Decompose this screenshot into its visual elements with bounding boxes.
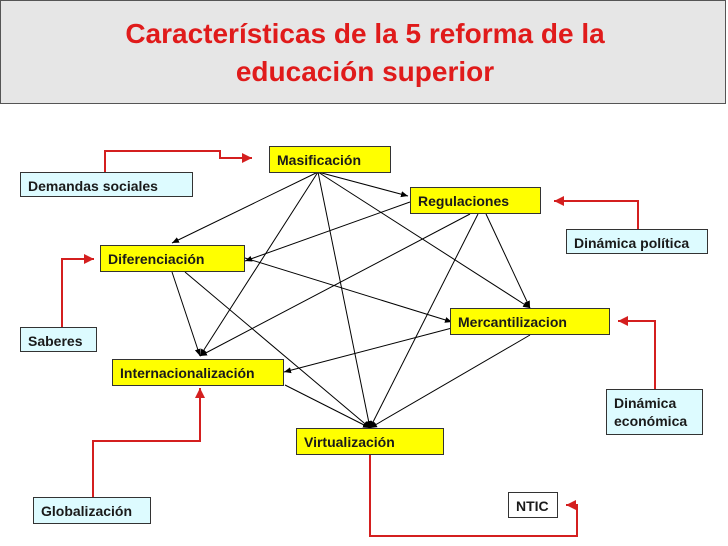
node-dinamica-economica-line-1: Dinámica <box>614 395 677 411</box>
title-line-2: educación superior <box>235 56 495 87</box>
link-regulaciones-diferenciacion <box>244 196 418 262</box>
link-masificacion-mercantilizacion <box>317 171 531 309</box>
connector-virtualizacion-ntic <box>369 454 578 537</box>
connector-demandas-masificacion <box>104 150 252 172</box>
node-masificacion[interactable]: Masificación <box>269 146 391 173</box>
node-globalizacion[interactable]: Globalización <box>33 497 151 524</box>
link-regulaciones-mercantilizacion <box>485 213 531 309</box>
link-diferenciacion-internacionalizacion <box>171 271 201 357</box>
link-diferenciacion-mercantilizacion <box>244 257 453 323</box>
link-masificacion-virtualizacion <box>317 171 372 429</box>
diagram-title: Características de la 5 reforma de la ed… <box>41 15 689 91</box>
link-masificacion-diferenciacion <box>171 171 319 244</box>
connector-saberes-diferenciacion <box>61 254 94 327</box>
node-dinamica-economica-line-2: económica <box>614 413 688 429</box>
link-internacionalizacion-virtualizacion <box>284 384 371 429</box>
title-band: Características de la 5 reforma de la ed… <box>0 0 726 104</box>
node-saberes[interactable]: Saberes <box>20 327 97 352</box>
node-virtualizacion[interactable]: Virtualización <box>296 428 444 455</box>
title-line-1: Características de la 5 reforma de la <box>125 18 605 49</box>
node-demandas-sociales[interactable]: Demandas sociales <box>20 172 193 197</box>
link-regulaciones-internacionalizacion <box>199 213 471 357</box>
node-ntic[interactable]: NTIC <box>508 492 558 518</box>
link-mercantilizacion-internacionalizacion <box>283 327 453 374</box>
node-diferenciacion[interactable]: Diferenciación <box>100 245 245 272</box>
link-mercantilizacion-virtualizacion <box>369 334 531 429</box>
link-masificacion-regulaciones <box>317 171 409 198</box>
node-regulaciones[interactable]: Regulaciones <box>410 187 541 214</box>
node-dinamica-politica[interactable]: Dinámica política <box>566 229 708 254</box>
node-internacionalizacion[interactable]: Internacionalización <box>112 359 284 386</box>
link-regulaciones-virtualizacion <box>369 213 479 429</box>
node-dinamica-economica[interactable]: Dinámica económica <box>606 389 703 435</box>
connector-economica-mercantilizacion <box>618 316 656 389</box>
link-diferenciacion-virtualizacion <box>184 271 371 429</box>
connector-globalizacion-internacionalizacion <box>92 388 205 497</box>
node-mercantilizacion[interactable]: Mercantilizacion <box>450 308 610 335</box>
influence-connectors <box>61 150 656 537</box>
network-lines <box>171 171 531 429</box>
connector-politica-regulaciones <box>554 196 639 229</box>
